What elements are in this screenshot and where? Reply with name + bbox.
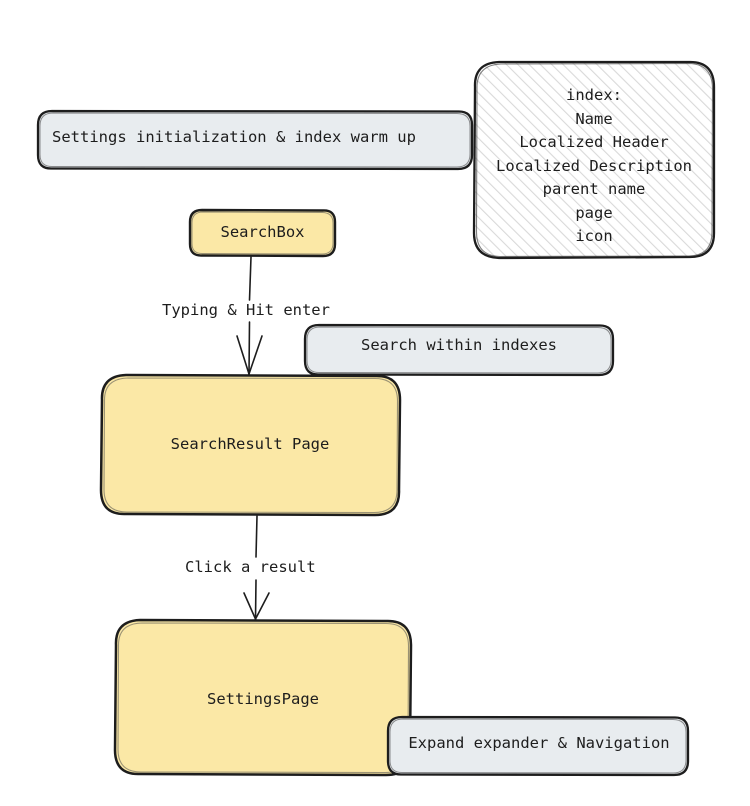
node-index[interactable]	[472, 60, 716, 260]
node-searchresult-page[interactable]	[99, 373, 402, 517]
node-expand-navigation[interactable]	[386, 715, 690, 777]
node-search-indexes[interactable]	[303, 323, 615, 377]
edge-searchresult-to-settings	[243, 515, 270, 620]
edge-label-click-a-result: Click a result	[183, 558, 318, 576]
edge-searchbox-to-searchresult	[236, 256, 263, 375]
node-searchbox[interactable]	[188, 208, 337, 258]
node-settings-init[interactable]	[36, 109, 474, 171]
node-settings-page[interactable]	[113, 618, 413, 777]
edge-label-typing-hit-enter: Typing & Hit enter	[160, 301, 332, 319]
